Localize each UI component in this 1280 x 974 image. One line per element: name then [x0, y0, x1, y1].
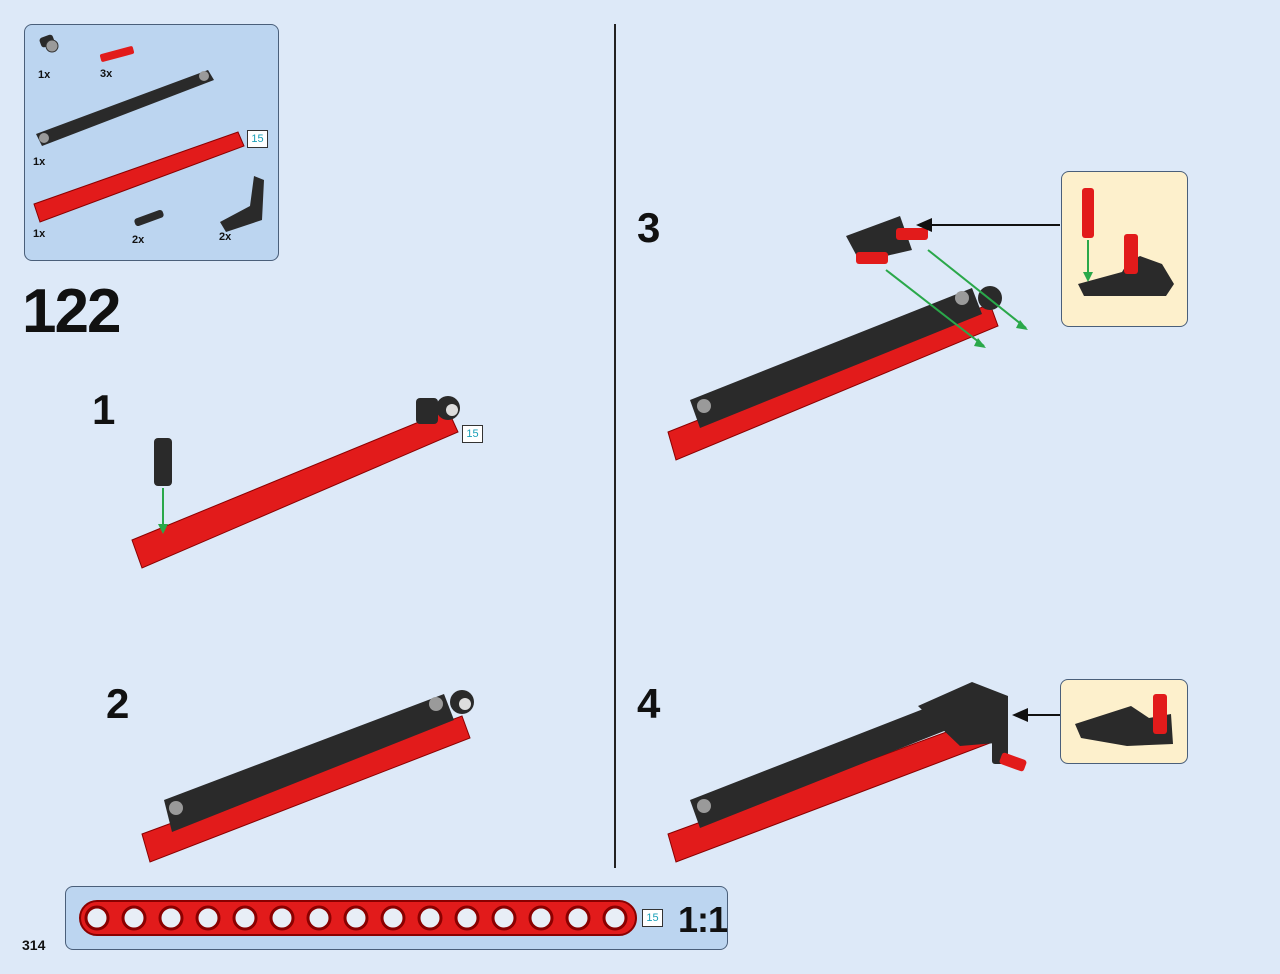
step-4-callout [1060, 679, 1188, 764]
step-number-1: 1 [92, 386, 116, 433]
part-qty-pin: 2x [132, 234, 145, 246]
step-1-length-tag: 15 [462, 425, 483, 443]
callout-3-parts-icon [1078, 188, 1174, 296]
step-4-illustration [667, 682, 1060, 863]
column-divider [614, 24, 616, 868]
step-number-3: 3 [637, 204, 661, 251]
pin-connector-icon [39, 34, 59, 53]
part-qty-pin-connector: 1x [38, 69, 51, 81]
angle-beam-icon [220, 176, 264, 232]
step-number-4: 4 [637, 680, 661, 727]
part-length-tag: 15 [247, 130, 268, 148]
scale-label: 1:1 [678, 899, 728, 940]
step-2-illustration [141, 690, 474, 863]
ruler-length-tag: 15 [642, 909, 663, 927]
page-step-number: 122 [22, 277, 121, 346]
step-3-illustration [667, 216, 1060, 461]
pin-icon [134, 209, 164, 227]
callout-4-parts-icon [1075, 694, 1173, 746]
step-3-callout [1061, 171, 1188, 327]
part-qty-gear-rack: 1x [33, 156, 46, 168]
page-folio: 314 [22, 937, 46, 953]
step-number-2: 2 [106, 680, 130, 727]
beam-15-scale-icon [79, 900, 637, 936]
scale-ruler-box: 15 1:1 [65, 886, 728, 950]
gear-rack-icon [36, 70, 214, 146]
step-1-illustration [131, 396, 460, 569]
red-axle-icon [99, 46, 135, 62]
part-qty-red-axle: 3x [100, 68, 113, 80]
part-qty-angle-beam: 2x [219, 231, 232, 243]
part-qty-red-beam: 1x [33, 228, 46, 240]
red-beam-15-icon [33, 131, 245, 223]
